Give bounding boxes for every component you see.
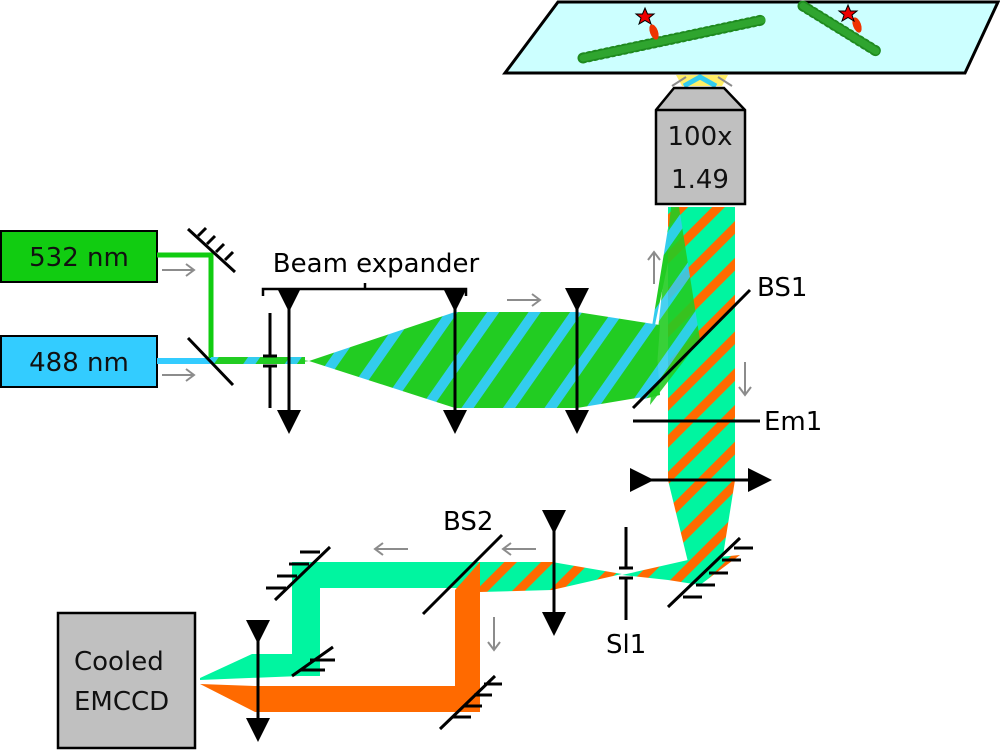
iris [263, 313, 277, 408]
camera-label-line2: EMCCD [74, 687, 169, 717]
mirror-bottom-right [666, 536, 753, 609]
microtubule-right [797, 0, 882, 57]
beam-expander-label: Beam expander [273, 249, 480, 279]
mirror-top-left [266, 545, 332, 602]
laser-532-label: 532 nm [29, 243, 129, 273]
bs2-label: BS2 [443, 507, 493, 537]
beam-expander-bracket: Beam expander [261, 249, 480, 296]
mirror-532 [186, 226, 237, 274]
laser-532: 532 nm [0, 230, 158, 283]
direction-arrow [373, 542, 536, 652]
sample-slide [502, 0, 1000, 75]
emccd-camera: Cooled EMCCD [56, 611, 197, 750]
laser-488-label: 488 nm [29, 348, 129, 378]
mirror-bottom-center [438, 674, 502, 731]
direction-arrow [507, 250, 752, 397]
tir-spot [671, 74, 733, 89]
microtubule-left [577, 14, 768, 64]
mirror-mid-left [291, 645, 335, 678]
excitation-beam [290, 210, 679, 408]
green-channel-beam [200, 562, 480, 680]
fluorophore-right [837, 3, 862, 33]
laser-beams [157, 252, 305, 364]
beam-splitter-bs2 [421, 533, 504, 616]
laser-488: 488 nm [0, 335, 158, 388]
direction-arrow [162, 263, 196, 382]
objective-na: 1.49 [671, 165, 729, 195]
bs1-label: BS1 [757, 273, 807, 303]
fluorophore-left [634, 6, 659, 40]
objective-magnification: 100x [667, 122, 732, 152]
em1-label: Em1 [764, 407, 822, 437]
slit-sl1 [619, 527, 633, 620]
objective-lens: 100x 1.49 [654, 86, 747, 206]
camera-label-line1: Cooled [74, 647, 164, 677]
dichroic-combiner [186, 336, 235, 387]
sl1-label: Sl1 [606, 630, 646, 660]
orange-channel-beam [200, 562, 480, 712]
beam-splitter-bs1 [631, 288, 752, 410]
